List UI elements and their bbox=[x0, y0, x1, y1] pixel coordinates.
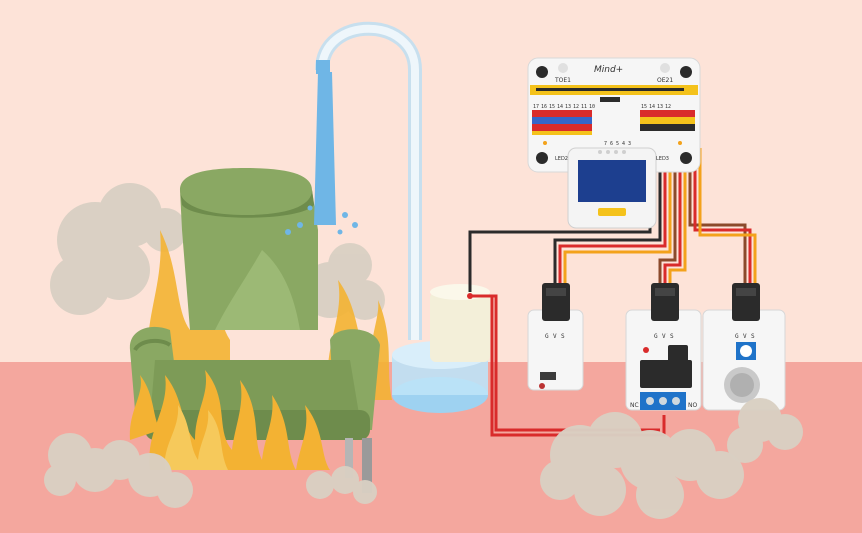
board-pin-labels-right: 12 bbox=[665, 104, 671, 110]
flame-icon bbox=[164, 405, 228, 470]
microcontroller-board-icon: TOE1 OE21 Mind+ 17 16 15 14 13 12 11 10 … bbox=[527, 57, 701, 173]
board-pin-labels: 11 bbox=[581, 104, 587, 110]
board-pin-labels: 14 bbox=[557, 104, 563, 110]
board-label-led3: LED3 bbox=[656, 156, 669, 162]
board-pin-labels: 10 bbox=[589, 104, 595, 110]
flame-sensor-pin-s: S bbox=[561, 333, 565, 340]
gas-sensor-icon: G V S bbox=[702, 283, 786, 411]
board-label-right: OE21 bbox=[657, 77, 673, 84]
flame-sensor-icon: G V S bbox=[527, 283, 584, 391]
relay-pin-s: S bbox=[670, 333, 674, 340]
board-pin-labels-bottom: 5 bbox=[616, 141, 619, 147]
board-pin-labels-right: 13 bbox=[657, 104, 663, 110]
gas-sensor-pin-s: S bbox=[751, 333, 755, 340]
armchair-icon bbox=[129, 168, 392, 493]
board-pin-labels-right: 14 bbox=[649, 104, 655, 110]
water-stream bbox=[285, 72, 358, 235]
oled-display-icon bbox=[567, 147, 657, 229]
relay-pin-g: G bbox=[654, 333, 658, 340]
flame-sensor-pin-v: V bbox=[553, 333, 557, 340]
flame-sensor-pin-g: G bbox=[545, 333, 549, 340]
smoke-cloud-icon bbox=[727, 398, 803, 463]
board-pin-labels: 17 bbox=[533, 104, 539, 110]
smoke-cloud-icon bbox=[50, 183, 187, 315]
board-pin-labels-bottom: 3 bbox=[628, 141, 631, 147]
gas-sensor-pin-g: G bbox=[735, 333, 739, 340]
flame-icon bbox=[129, 370, 330, 470]
smoke-cloud-icon bbox=[44, 433, 193, 508]
board-pin-labels-bottom: 4 bbox=[622, 141, 625, 147]
board-pin-labels: 12 bbox=[573, 104, 579, 110]
board-pin-labels: 15 bbox=[549, 104, 555, 110]
board-pin-labels: 13 bbox=[565, 104, 571, 110]
board-label-led2: LED2 bbox=[555, 156, 568, 162]
board-pin-labels-bottom: 6 bbox=[610, 141, 613, 147]
water-pump-icon bbox=[392, 284, 490, 413]
smoke-cloud-icon bbox=[540, 412, 744, 519]
board-pin-labels: 16 bbox=[541, 104, 547, 110]
board-logo: Mind+ bbox=[594, 65, 623, 75]
relay-module-icon: G V S NC NO bbox=[625, 283, 702, 411]
board-label-left: TOE1 bbox=[554, 77, 571, 84]
relay-terminal-no: NO bbox=[688, 402, 697, 409]
relay-pin-v: V bbox=[662, 333, 666, 340]
board-pin-labels-right: 15 bbox=[641, 104, 647, 110]
smoke-cloud-icon bbox=[306, 466, 377, 504]
relay-terminal-nc: NC bbox=[630, 402, 639, 409]
water-pipe-icon bbox=[315, 21, 422, 340]
board-pin-labels-bottom: 7 bbox=[604, 141, 607, 147]
gas-sensor-pin-v: V bbox=[743, 333, 747, 340]
